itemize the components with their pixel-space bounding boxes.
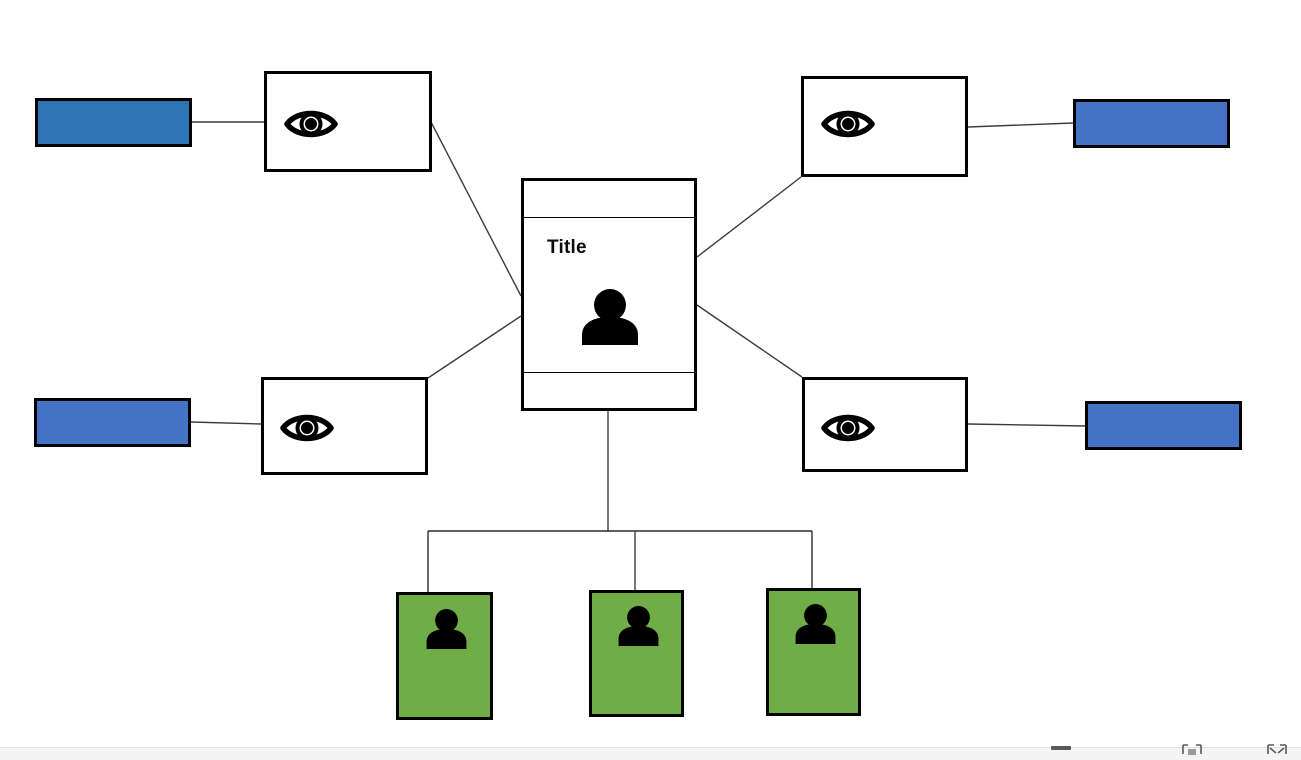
connector-eye-br-to-center [696,304,803,378]
blue-bar-top-left[interactable] [35,98,192,147]
eye-node-top-right[interactable] [801,76,968,177]
connector-eye-bl-to-center [427,315,522,379]
center-card-footer-divider [524,372,694,373]
eye-icon [283,104,339,149]
connector-blue-br-to-eye-br [967,423,1087,427]
center-card-header-divider [524,217,694,218]
eye-icon [279,408,335,453]
eye-node-bottom-left[interactable] [261,377,428,475]
green-card-2[interactable] [589,590,684,717]
center-card-title: Title [547,237,587,258]
blue-bar-bottom-right[interactable] [1085,401,1242,450]
eye-icon [820,104,876,149]
blue-bar-top-right[interactable] [1073,99,1230,148]
center-card[interactable]: Title [521,178,697,411]
person-icon [423,609,470,654]
person-icon [577,289,643,350]
person-icon [615,606,662,651]
eye-node-bottom-right[interactable] [802,377,968,472]
connector-blue-tr-to-eye-tr [967,122,1074,128]
minus-icon[interactable] [1050,742,1072,760]
blue-bar-bottom-left[interactable] [34,398,191,447]
connector-eye-tl-to-center [430,121,522,297]
person-icon [792,604,839,649]
eye-icon [820,408,876,453]
eye-node-top-left[interactable] [264,71,432,172]
green-card-3[interactable] [766,588,861,716]
connector-eye-tr-to-center [696,176,802,258]
expand-icon[interactable] [1266,742,1288,760]
bottom-toolbar [0,744,1301,760]
green-card-1[interactable] [396,592,493,720]
fit-screen-icon[interactable] [1181,742,1203,760]
connector-blue-bl-to-eye-bl [190,421,262,425]
